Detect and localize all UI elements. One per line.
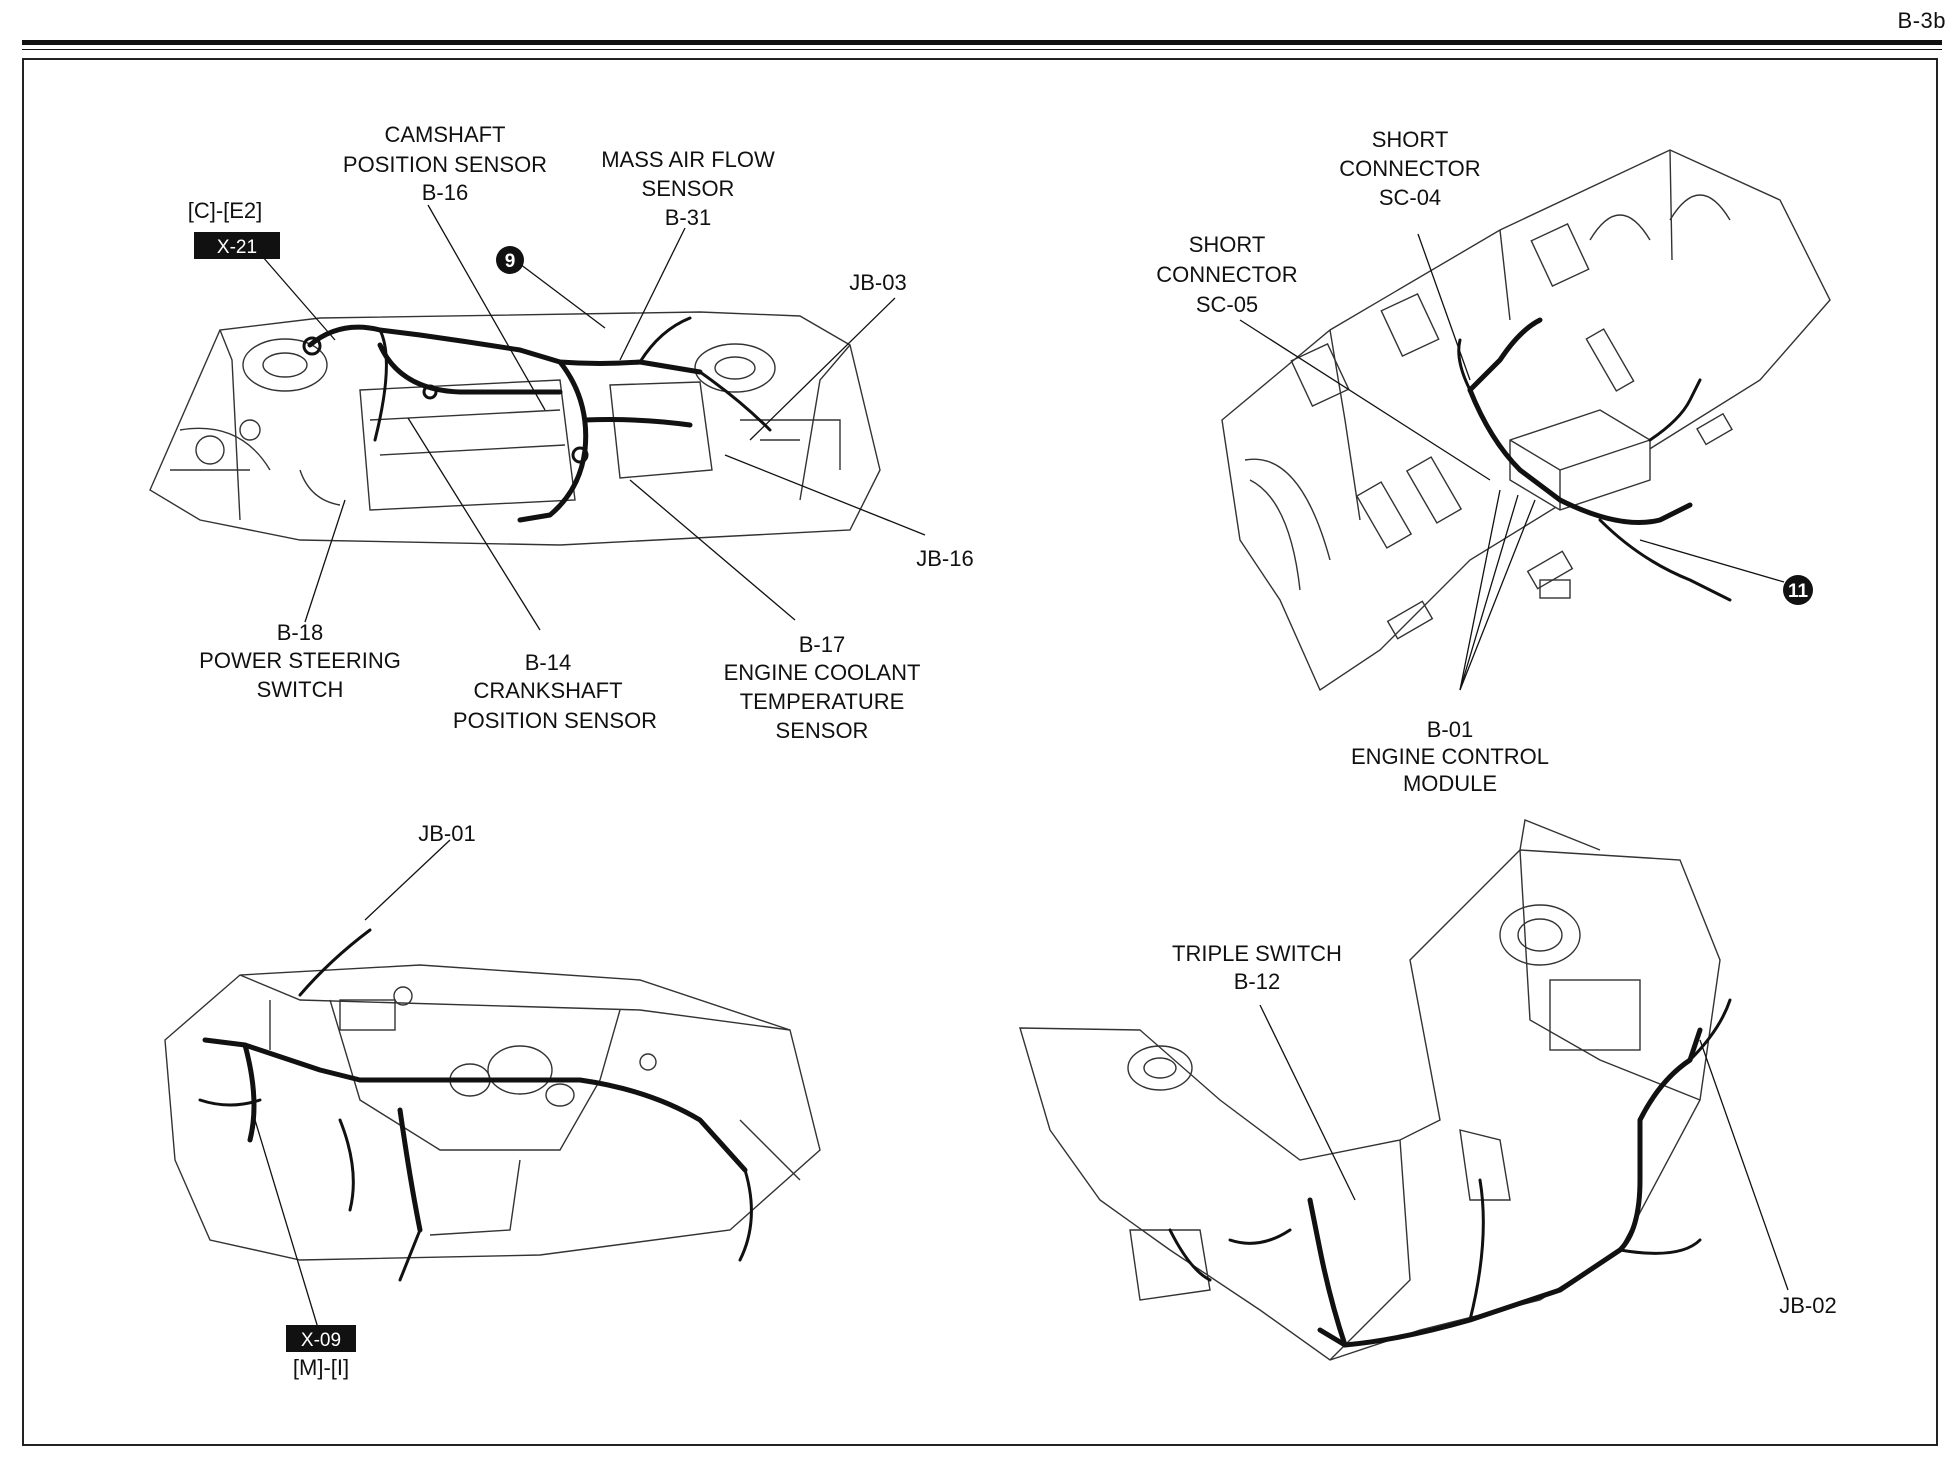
ecm-area-harness xyxy=(1457,317,1732,602)
sc04-label-line2: CONNECTOR xyxy=(1339,156,1480,181)
connector-tag-x21-box xyxy=(194,232,280,259)
maf-sensor-label-line3: B-31 xyxy=(665,205,711,230)
crank-sensor-label-line2: CRANKSHAFT xyxy=(473,678,622,703)
ground-point-11-icon xyxy=(1783,575,1813,605)
engine-bay-harness xyxy=(302,316,772,523)
crank-sensor-label-line3: POSITION SENSOR xyxy=(453,708,657,733)
crank-sensor-label-line1: B-14 xyxy=(525,650,571,675)
jb01-label: JB-01 xyxy=(418,821,475,846)
ecm-label-line2: ENGINE CONTROL xyxy=(1351,744,1549,769)
ground-point-9-icon xyxy=(496,246,524,274)
ps-switch-label-line2: POWER STEERING xyxy=(199,648,401,673)
ecm-area-drawing xyxy=(1221,149,1831,692)
engine-bay-view: CAMSHAFT POSITION SENSOR B-16 MASS AIR F… xyxy=(149,122,974,743)
ect-sensor-label-line1: B-17 xyxy=(799,632,845,657)
front-end-harness xyxy=(1168,998,1732,1348)
ect-sensor-label-line3: TEMPERATURE xyxy=(740,689,905,714)
grid-reference-c-e2: [C]-[E2] xyxy=(188,198,263,223)
dashboard-drawing xyxy=(164,964,821,1261)
maf-sensor-label-line1: MASS AIR FLOW xyxy=(601,147,775,172)
dashboard-view: JB-01 X-09 [M]-[I] xyxy=(164,821,821,1380)
ecm-label-line3: MODULE xyxy=(1403,771,1497,796)
connector-tag-x09-box xyxy=(286,1325,356,1352)
ground-point-9: 9 xyxy=(505,251,516,272)
sc04-label-line1: SHORT xyxy=(1372,127,1449,152)
ps-switch-label-line3: SWITCH xyxy=(257,677,344,702)
ground-point-11: 11 xyxy=(1788,581,1809,602)
sc04-label-line3: SC-04 xyxy=(1379,185,1441,210)
ect-sensor-label-line4: SENSOR xyxy=(776,718,869,743)
ecm-area-leaders xyxy=(1239,233,1785,691)
triple-switch-label-line2: B-12 xyxy=(1234,969,1280,994)
ecm-label-line1: B-01 xyxy=(1427,717,1473,742)
triple-switch-label-line1: TRIPLE SWITCH xyxy=(1172,941,1342,966)
grid-reference-m-i: [M]-[I] xyxy=(293,1355,349,1380)
jb02-label: JB-02 xyxy=(1779,1293,1836,1318)
dashboard-leaders xyxy=(254,839,451,1329)
ps-switch-label-line1: B-18 xyxy=(277,620,323,645)
jb03-label: JB-03 xyxy=(849,270,906,295)
ecm-area-view: SHORT CONNECTOR SC-04 SHORT CONNECTOR SC… xyxy=(1156,127,1831,796)
camshaft-sensor-label-line3: B-16 xyxy=(422,180,468,205)
jb16-label: JB-16 xyxy=(916,546,973,571)
front-end-drawing xyxy=(1019,819,1721,1361)
header-rule-thin xyxy=(22,49,1942,50)
front-end-view: TRIPLE SWITCH B-12 JB-02 xyxy=(1019,819,1837,1361)
dashboard-harness xyxy=(198,928,753,1282)
maf-sensor-label-line2: SENSOR xyxy=(642,176,735,201)
camshaft-sensor-label-line1: CAMSHAFT xyxy=(385,122,506,147)
sc05-label-line2: CONNECTOR xyxy=(1156,262,1297,287)
page-id: B-3b xyxy=(1897,8,1946,33)
sc05-label-line1: SHORT xyxy=(1189,232,1266,257)
header-rule-thick xyxy=(22,40,1942,45)
sc05-label-line3: SC-05 xyxy=(1196,292,1258,317)
connector-tag-x21: X-21 xyxy=(217,237,257,258)
ect-sensor-label-line2: ENGINE COOLANT xyxy=(724,660,921,685)
connector-tag-x09: X-09 xyxy=(301,1330,341,1351)
diagram-frame xyxy=(22,58,1938,1446)
engine-bay-leaders xyxy=(261,204,926,631)
camshaft-sensor-label-line2: POSITION SENSOR xyxy=(343,152,547,177)
front-end-leaders xyxy=(1259,1004,1789,1291)
